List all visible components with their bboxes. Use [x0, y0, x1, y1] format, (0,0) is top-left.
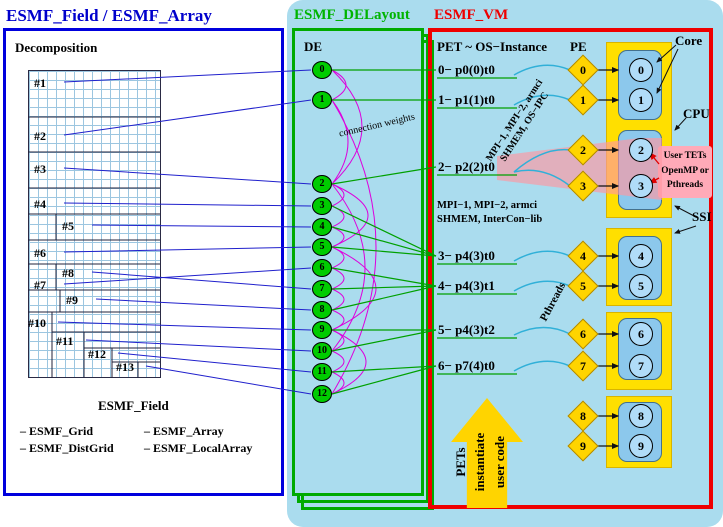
core-label: Core [675, 33, 703, 48]
pe-diamond: 8 [567, 400, 599, 432]
pet-label: 5− p4(3)t2 [438, 322, 495, 337]
pet-label: 4− p4(3)t1 [438, 278, 495, 293]
comm-note: MPI−1, MPI−2, armci SHMEM, InterCon−lib [437, 199, 542, 226]
arrow-word: PETs [453, 447, 468, 477]
de-node: 9 [312, 321, 332, 339]
grid-region-label: #12 [88, 347, 106, 361]
footer-item: – ESMF_Array [144, 424, 224, 438]
footer-item: – ESMF_LocalArray [144, 441, 253, 455]
pe-number: 5 [580, 278, 586, 293]
pet-label: 2− p2(2)t0 [438, 159, 495, 174]
grid-region-label: #13 [116, 360, 134, 374]
esmf-field-footer-title: ESMF_Field [98, 398, 169, 413]
user-threads-box: User TETs OpenMP or Pthreads [658, 146, 712, 198]
grid-region-label: #6 [34, 246, 46, 260]
grid-region-label: #9 [66, 293, 78, 307]
arrow-word: user code [492, 435, 507, 489]
pe-number: 6 [580, 326, 586, 341]
de-node: 6 [312, 259, 332, 277]
field-array-title: ESMF_Field / ESMF_Array [6, 6, 212, 25]
comm-note-line2: SHMEM, InterCon−lib [437, 213, 543, 225]
grid-region-label: #3 [34, 162, 46, 176]
grid-region-label: #5 [62, 219, 74, 233]
de-node: 8 [312, 301, 332, 319]
grid-region-label: #8 [62, 266, 74, 280]
pet-label: 0− p0(0)t0 [438, 62, 495, 77]
comm-note-line1: MPI−1, MPI−2, armci [437, 200, 538, 211]
pet-label: 6− p7(4)t0 [438, 358, 495, 373]
footer-item: – ESMF_Grid [20, 424, 94, 438]
pe-number: 1 [580, 92, 586, 107]
pe-number: 4 [580, 248, 586, 263]
de-node: 2 [312, 175, 332, 193]
de-node: 7 [312, 280, 332, 298]
de-node: 11 [312, 363, 332, 381]
vm-title: ESMF_VM [434, 7, 509, 23]
esmf-field-footer-list: – ESMF_Grid – ESMF_Array – ESMF_DistGrid… [20, 424, 272, 456]
pe-diamond: 3 [567, 170, 599, 202]
grid-region-label: #10 [28, 316, 46, 330]
core-node: 8 [629, 404, 653, 428]
grid-region-label: #1 [34, 76, 46, 90]
pe-diamond: 0 [567, 54, 599, 86]
pet-header: PET ~ OS−Instance [437, 39, 548, 54]
ssi-label: SSI [692, 209, 712, 224]
core-node: 0 [629, 58, 653, 82]
connection-weights-label: connection weights [338, 111, 416, 140]
de-header: DE [304, 39, 323, 54]
user-threads-line: Pthreads [666, 180, 704, 191]
decomposition-label: Decomposition [15, 40, 98, 55]
core-node: 9 [629, 434, 653, 458]
pe-diamond: 1 [567, 84, 599, 116]
pe-number: 2 [580, 142, 586, 157]
core-node: 2 [629, 138, 653, 162]
pe-number: 9 [580, 438, 586, 453]
comm-note-diagonal-line2: SHMEM, OS−IPC [498, 90, 552, 164]
core-node: 3 [629, 174, 653, 198]
pe-number: 7 [580, 358, 586, 373]
de-node: 10 [312, 342, 332, 360]
de-node: 5 [312, 238, 332, 256]
de-node: 1 [312, 91, 332, 109]
footer-item: – ESMF_DistGrid [20, 441, 114, 455]
de-node: 0 [312, 61, 332, 79]
core-node: 6 [629, 322, 653, 346]
user-threads-line: OpenMP or [661, 165, 709, 176]
core-node: 7 [629, 354, 653, 378]
pe-diamond: 7 [567, 350, 599, 382]
grid-region-label: #11 [56, 334, 74, 348]
arrow-word: instantiate [472, 432, 487, 492]
pe-diamond: 4 [567, 240, 599, 272]
pet-label: 1− p1(1)t0 [438, 92, 495, 107]
grid-region-label: #2 [34, 129, 46, 143]
core-node: 4 [629, 244, 653, 268]
pet-label: 3− p4(3)t0 [438, 248, 495, 263]
pe-diamond: 5 [567, 270, 599, 302]
cpu-label: CPU [683, 106, 710, 121]
de-node: 4 [312, 218, 332, 236]
grid-region-label: #4 [34, 197, 46, 211]
pe-header: PE [570, 39, 587, 54]
de-node: 12 [312, 385, 332, 403]
delayout-title: ESMF_DELayout [294, 7, 410, 23]
pthreads-label: Pthreads [537, 280, 569, 324]
core-node: 1 [629, 88, 653, 112]
pe-diamond: 6 [567, 318, 599, 350]
pe-diamond: 2 [567, 134, 599, 166]
pe-number: 0 [580, 62, 586, 77]
pe-number: 3 [580, 178, 586, 193]
pe-diamond: 9 [567, 430, 599, 462]
de-node: 3 [312, 197, 332, 215]
core-node: 5 [629, 274, 653, 298]
pe-number: 8 [580, 408, 586, 423]
grid-region-label: #7 [34, 278, 46, 292]
field-array-box [3, 28, 284, 496]
user-threads-line: User TETs [663, 151, 707, 161]
